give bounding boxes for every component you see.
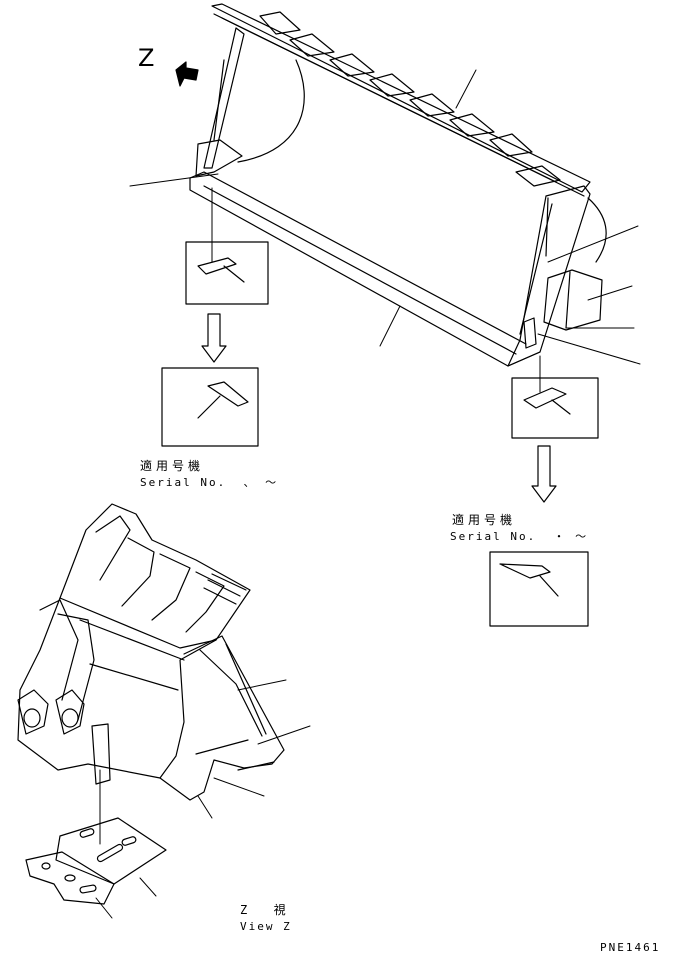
serial-right-en: Serial No. ・ ～	[450, 530, 589, 543]
arrow-right-down	[531, 445, 557, 503]
serial-left-jp: 適用号機	[140, 459, 205, 473]
detail-box-left-2	[161, 367, 259, 447]
view-z-caption-jp: Z 視	[240, 903, 290, 917]
view-z-arrow	[175, 61, 199, 87]
upper-bucket	[189, 3, 607, 367]
lower-bucket	[17, 503, 285, 801]
detail-box-right-2	[489, 551, 589, 627]
arrow-left-down	[201, 313, 227, 363]
drawing-number: PNE1461	[600, 941, 661, 954]
serial-left-en: Serial No. 、 ～	[140, 476, 279, 489]
detail-box-left-1	[185, 241, 269, 305]
view-z-marker: Z	[138, 44, 155, 72]
view-z-caption-en: View Z	[240, 920, 292, 933]
lower-leader-lines	[95, 679, 311, 919]
upper-leader-lines	[129, 69, 641, 393]
detail-box-right-1	[511, 377, 599, 439]
lower-detail-plates	[25, 817, 167, 905]
serial-right-jp: 適用号機	[452, 513, 517, 527]
